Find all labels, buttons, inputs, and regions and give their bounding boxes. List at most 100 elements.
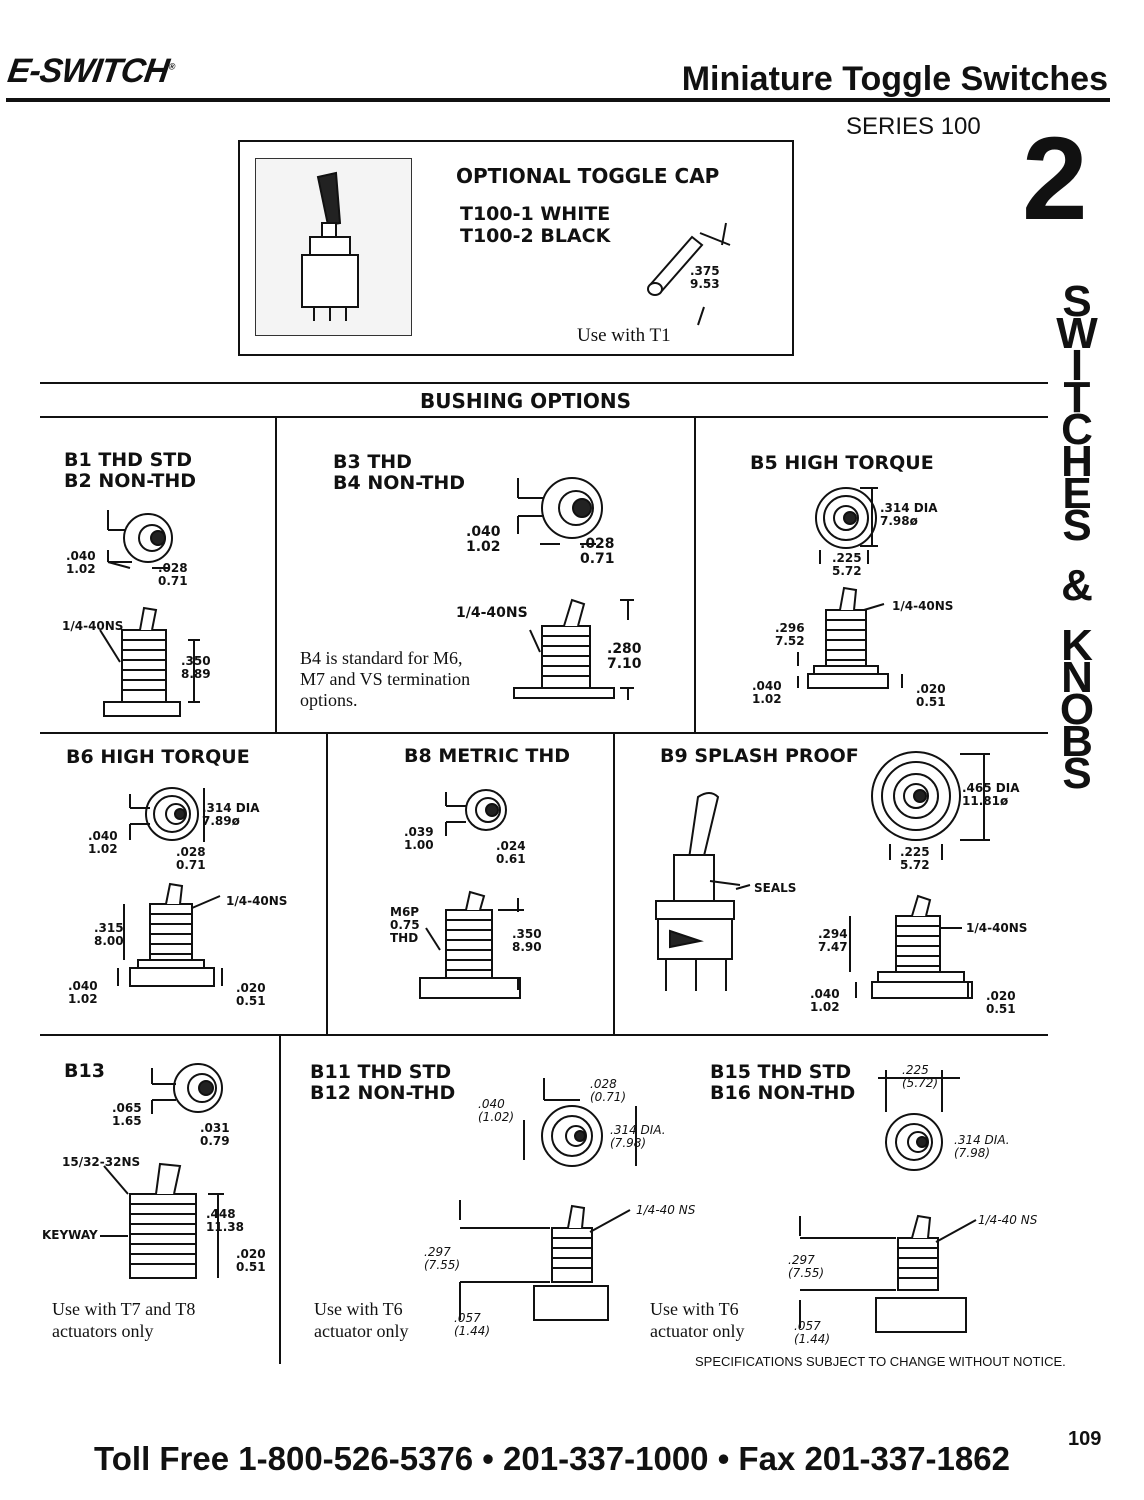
b15-note: Use with T6 actuator only: [650, 1299, 745, 1341]
toggle-switch-photo: [255, 158, 412, 336]
series-label: SERIES 100: [846, 113, 981, 140]
b15-dia: .314 DIA.(7.98): [954, 1133, 1010, 1160]
b13-note: Use with T7 and T8 actuators only: [52, 1299, 196, 1341]
b13-title: B13: [64, 1060, 105, 1082]
footer-contact: Toll Free 1-800-526-5376 • 201-337-1000 …: [94, 1440, 1010, 1477]
grid-line: [40, 732, 1048, 734]
b5-drawing: [797, 487, 903, 689]
b9-cutaway-drawing: [655, 792, 751, 991]
b15-thread: 1/4-40 NS: [978, 1213, 1038, 1227]
toggle-cap-white: T100-1 WHITE: [460, 203, 611, 225]
b1-thread: 1/4-40NS: [62, 619, 124, 633]
grid-line: [275, 416, 277, 734]
side-tab-letter: K: [1061, 621, 1093, 670]
b9-drawing: [849, 751, 990, 999]
side-tab: S W I T C H E S & K N O B S: [1050, 277, 1104, 798]
b6-drawing: [117, 787, 223, 987]
toggle-cap-note: Use with T1: [577, 325, 671, 346]
b3-note: B4 is standard for M6, M7 and VS termina…: [300, 648, 471, 710]
grid-line: [40, 416, 1048, 418]
side-tab-letter: C: [1061, 405, 1093, 454]
side-tab-letter: E: [1062, 469, 1092, 518]
b11-thread: 1/4-40 NS: [636, 1203, 696, 1217]
bushing-options-heading: BUSHING OPTIONS: [420, 389, 632, 413]
b5-thread: 1/4-40NS: [892, 599, 954, 613]
b11-dia: .314 DIA.(7.98): [610, 1123, 666, 1150]
b8-drawing: [419, 789, 524, 999]
b3-drawing: [513, 477, 634, 700]
side-tab-letter: I: [1070, 341, 1084, 390]
b11-dim-1: .040(1.02): [478, 1097, 515, 1124]
b11-note: Use with T6 actuator only: [314, 1299, 409, 1341]
side-tab-letter: T: [1063, 373, 1091, 422]
b11-height: .297(7.55): [424, 1245, 461, 1272]
b9-thread: 1/4-40NS: [966, 921, 1028, 935]
b3-thread: 1/4-40NS: [456, 605, 528, 621]
side-tab-letter: O: [1059, 685, 1095, 734]
grid-line: [613, 732, 615, 1036]
side-tab-letter: W: [1056, 309, 1098, 358]
b15-width: .225(5.72): [902, 1063, 939, 1090]
side-tab-letter: S: [1062, 749, 1092, 798]
b11-base: .057(1.44): [454, 1311, 491, 1338]
page-number: 109: [1068, 1428, 1102, 1450]
toggle-cap-heading: OPTIONAL TOGGLE CAP: [456, 164, 720, 188]
chapter-number: 2: [1022, 113, 1088, 245]
b11-drawing: [459, 1078, 637, 1321]
toggle-cap-box: [238, 140, 794, 356]
grid-line: [694, 416, 696, 734]
header-rule: [6, 98, 1110, 102]
b13-thread: 15/32-32NS: [62, 1155, 141, 1169]
grid-line: [279, 1034, 281, 1364]
b15-drawing: [799, 1070, 977, 1333]
spec-notice: SPECIFICATIONS SUBJECT TO CHANGE WITHOUT…: [695, 1354, 1066, 1369]
b11-dim-2: .028(0.71): [590, 1077, 627, 1104]
side-tab-letter: &: [1061, 561, 1093, 610]
side-tab-letter: S: [1062, 501, 1092, 550]
page-title: Miniature Toggle Switches: [681, 60, 1108, 98]
grid-line: [40, 382, 1048, 384]
grid-line: [326, 732, 328, 1036]
toggle-cap-black: T100-2 BLACK: [460, 225, 611, 247]
b15-height: .297(7.55): [788, 1253, 825, 1280]
side-tab-letter: H: [1061, 437, 1093, 486]
b9-title: B9 SPLASH PROOF: [660, 745, 859, 767]
side-tab-letter: S: [1062, 277, 1092, 326]
side-tab-letter: N: [1061, 653, 1093, 702]
b8-title: B8 METRIC THD: [404, 745, 571, 767]
b13-keyway: KEYWAY: [42, 1228, 98, 1242]
